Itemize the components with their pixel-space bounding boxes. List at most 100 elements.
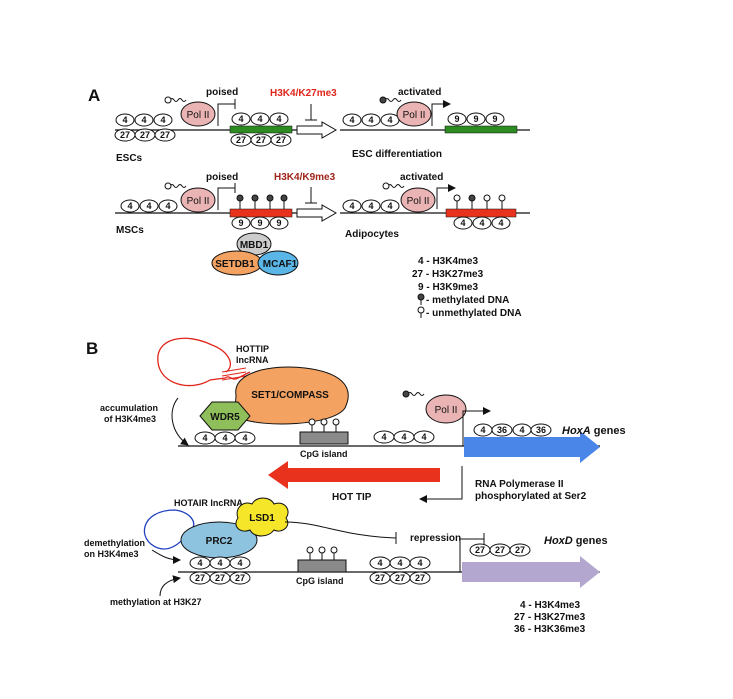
- legend-item: 4 - H3K4me3: [418, 256, 478, 267]
- rnap-label: RNA Polymerase II: [475, 479, 564, 490]
- svg-text:9: 9: [473, 114, 478, 124]
- svg-text:27: 27: [160, 130, 170, 140]
- nucleosome: 9: [466, 112, 486, 126]
- svg-text:4: 4: [479, 218, 484, 228]
- nucleosome: 4: [158, 199, 178, 213]
- ctd-tail: [169, 98, 187, 102]
- svg-text:4: 4: [368, 115, 373, 125]
- methyl-pins: [236, 194, 288, 209]
- nucleosome: 4: [472, 216, 492, 230]
- svg-text:4: 4: [237, 558, 242, 568]
- svg-text:4: 4: [387, 115, 392, 125]
- svg-text:4: 4: [202, 433, 207, 443]
- nucleosome: 9: [250, 216, 270, 230]
- svg-text:4: 4: [349, 201, 354, 211]
- state-poised: poised: [206, 87, 238, 98]
- svg-text:4: 4: [417, 558, 422, 568]
- unmethylated-pins: [308, 418, 340, 432]
- nucleosome: 4: [250, 112, 270, 126]
- svg-text:27: 27: [375, 573, 385, 583]
- pol2: [180, 187, 216, 213]
- svg-text:27: 27: [495, 545, 505, 555]
- nucleosome: 4: [120, 199, 140, 213]
- genes-word: genes: [573, 535, 608, 547]
- transition-k4-k27: H3K4/K27me3: [270, 88, 337, 99]
- wdr5-label: WDR5: [210, 412, 240, 423]
- methylated-dna-icon: [417, 293, 425, 301]
- accumulation-arrow: [171, 397, 189, 446]
- svg-text:9: 9: [257, 218, 262, 228]
- hoxd-name: HoxD: [544, 535, 573, 547]
- svg-text:4: 4: [257, 114, 262, 124]
- pol2: [425, 394, 467, 424]
- rnap-label: phosphorylated at Ser2: [475, 491, 587, 502]
- lsd1-label: LSD1: [249, 513, 275, 524]
- unmethylated-dna-icon: [417, 306, 425, 314]
- active-tss: [431, 100, 451, 126]
- hottip-transcript-arrow: [268, 461, 440, 489]
- svg-text:4: 4: [460, 218, 465, 228]
- methylated-dna-pin: [402, 390, 410, 398]
- mcaf1: [257, 250, 299, 276]
- methylation-arrow: [159, 575, 181, 597]
- nucleosome: 4: [115, 113, 135, 127]
- hoxa-gene-arrow: [464, 431, 600, 463]
- nucleosome: 4: [269, 112, 289, 126]
- svg-text:27: 27: [195, 573, 205, 583]
- nucleosome: 4: [453, 216, 473, 230]
- svg-text:9: 9: [276, 218, 281, 228]
- open-arrow: [296, 121, 338, 139]
- prc2-label: PRC2: [206, 536, 233, 547]
- unmethylated-dna-pin: [164, 182, 172, 190]
- svg-text:Pol II: Pol II: [187, 196, 210, 207]
- svg-text:4: 4: [381, 432, 386, 442]
- svg-text:4: 4: [421, 432, 426, 442]
- nucleosome: 9: [231, 216, 251, 230]
- nucleosome: 27: [114, 128, 136, 142]
- legend-item: - methylated DNA: [426, 295, 509, 306]
- ctd-tail: [384, 98, 402, 102]
- svg-text:MBD1: MBD1: [240, 240, 269, 251]
- svg-text:4: 4: [401, 432, 406, 442]
- svg-text:27: 27: [236, 135, 246, 145]
- nucleosome: 4: [342, 199, 362, 213]
- label-esc-differentiation: ESC differentiation: [352, 149, 442, 160]
- demethylation-label: on H3K4me3: [84, 549, 139, 559]
- hoxd-gene-arrow: [462, 556, 600, 588]
- svg-text:4: 4: [238, 114, 243, 124]
- nucleosome: 27: [509, 543, 531, 557]
- open-arrow: [296, 204, 338, 222]
- nucleosome: 4: [361, 113, 381, 127]
- cpg-island-label: CpG island: [300, 449, 348, 459]
- methylated-dna-pin: [379, 96, 387, 104]
- transition-k4-k9: H3K4/K9me3: [274, 172, 336, 183]
- nucleosome: 4: [380, 113, 400, 127]
- nucleosome: 4: [139, 199, 159, 213]
- nucleosome: 4: [231, 112, 251, 126]
- hottip-arrow-label: HOT TIP: [332, 492, 372, 503]
- state-activated: activated: [400, 172, 443, 183]
- svg-text:27: 27: [415, 573, 425, 583]
- gene-body: [444, 125, 518, 134]
- nucleosome: 27: [469, 543, 491, 557]
- nucleosome: 4: [393, 430, 415, 444]
- nucleosome: 4: [361, 199, 381, 213]
- hottip-label: HOTTIP: [236, 344, 269, 354]
- svg-text:4: 4: [146, 201, 151, 211]
- legend-item: 27 - H3K27me3: [412, 269, 484, 280]
- svg-text:27: 27: [215, 573, 225, 583]
- svg-text:4: 4: [368, 201, 373, 211]
- legend-b: 4 - H3K4me3 27 - H3K27me3 36 - H3K36me3: [514, 600, 586, 635]
- nucleosome: 4: [194, 431, 216, 445]
- active-tss: [436, 184, 456, 209]
- nucleosome: 27: [369, 571, 391, 585]
- accumulation-label: accumulation: [100, 403, 158, 413]
- svg-text:4: 4: [276, 114, 281, 124]
- pol2-label: Pol II: [435, 405, 458, 416]
- nucleosome: 4: [491, 216, 511, 230]
- row1-left: 4 4 4 27 27 27 Pol II poised 4 4 4 27 27…: [114, 87, 322, 164]
- svg-text:9: 9: [454, 114, 459, 124]
- svg-text:4: 4: [165, 201, 170, 211]
- svg-text:4: 4: [217, 558, 222, 568]
- legend-a: 4 - H3K4me3 27 - H3K27me3 9 - H3K9me3 - …: [412, 256, 522, 319]
